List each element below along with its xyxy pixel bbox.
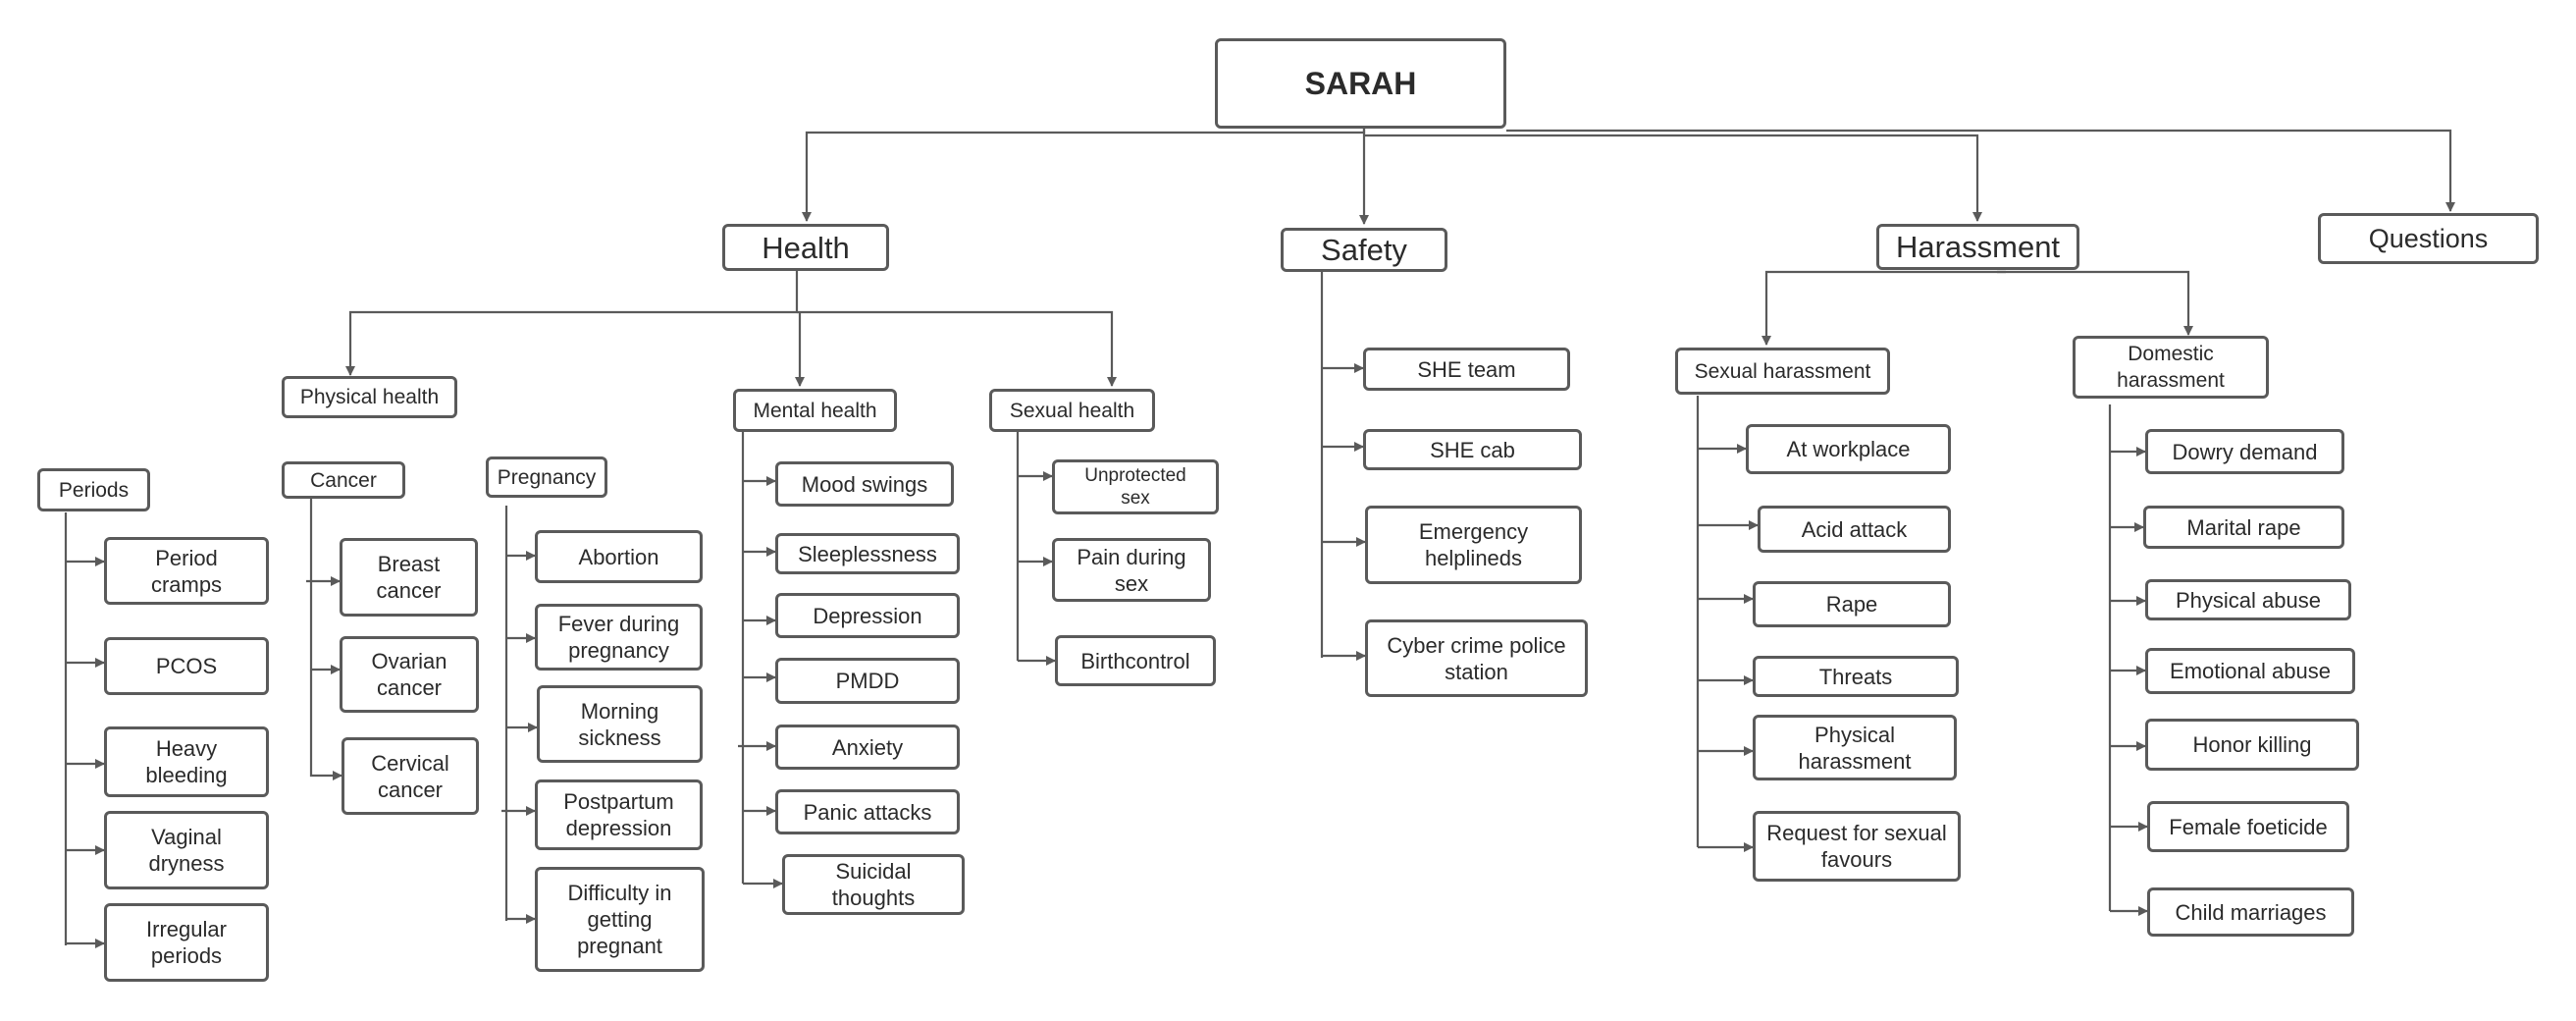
node-physical-health: Physical health: [282, 376, 457, 418]
leaf-acid-attack: Acid attack: [1758, 506, 1951, 553]
leaf-difficulty-getting-pregnant: Difficulty in getting pregnant: [535, 867, 705, 972]
node-root-sarah: SARAH: [1215, 38, 1506, 129]
leaf-marital-rape: Marital rape: [2143, 506, 2344, 549]
leaf-panic-attacks: Panic attacks: [775, 789, 960, 834]
leaf-irregular-periods: Irregular periods: [104, 903, 269, 982]
leaf-pmdd: PMDD: [775, 658, 960, 704]
node-cancer: Cancer: [282, 461, 405, 499]
leaf-abortion: Abortion: [535, 530, 703, 583]
node-health: Health: [722, 224, 889, 271]
leaf-cervical-cancer: Cervical cancer: [342, 737, 479, 815]
leaf-anxiety: Anxiety: [775, 725, 960, 770]
leaf-suicidal-thoughts: Suicidal thoughts: [782, 854, 965, 915]
leaf-sleeplessness: Sleeplessness: [775, 533, 960, 574]
leaf-emotional-abuse: Emotional abuse: [2145, 648, 2355, 694]
leaf-birthcontrol: Birthcontrol: [1055, 635, 1216, 686]
leaf-fever-during-pregnancy: Fever during pregnancy: [535, 604, 703, 671]
node-harassment: Harassment: [1876, 224, 2079, 270]
leaf-mood-swings: Mood swings: [775, 461, 954, 507]
leaf-pain-during-sex: Pain during sex: [1052, 538, 1211, 602]
node-sexual-harassment: Sexual harassment: [1675, 348, 1890, 395]
leaf-cyber-crime-police-station: Cyber crime police station: [1365, 619, 1588, 697]
leaf-depression: Depression: [775, 593, 960, 638]
leaf-she-team: SHE team: [1363, 348, 1570, 391]
leaf-morning-sickness: Morning sickness: [537, 685, 703, 763]
node-safety: Safety: [1281, 228, 1447, 272]
leaf-rape: Rape: [1753, 581, 1951, 627]
leaf-ovarian-cancer: Ovarian cancer: [340, 636, 479, 713]
leaf-female-foeticide: Female foeticide: [2147, 801, 2349, 852]
leaf-she-cab: SHE cab: [1363, 429, 1582, 470]
node-periods: Periods: [37, 468, 150, 511]
node-domestic-harassment: Domestic harassment: [2073, 336, 2269, 399]
leaf-honor-killing: Honor killing: [2145, 719, 2359, 771]
leaf-at-workplace: At workplace: [1746, 424, 1951, 474]
leaf-threats: Threats: [1753, 656, 1959, 697]
leaf-emergency-helplineds: Emergency helplineds: [1365, 506, 1582, 584]
leaf-heavy-bleeding: Heavy bleeding: [104, 726, 269, 797]
node-questions: Questions: [2318, 213, 2539, 264]
leaf-unprotected-sex: Unprotected sex: [1052, 459, 1219, 514]
leaf-breast-cancer: Breast cancer: [340, 538, 478, 617]
leaf-postpartum-depression: Postpartum depression: [535, 779, 703, 850]
leaf-vaginal-dryness: Vaginal dryness: [104, 811, 269, 889]
leaf-pcos: PCOS: [104, 637, 269, 695]
leaf-period-cramps: Period cramps: [104, 537, 269, 605]
node-sexual-health: Sexual health: [989, 389, 1155, 432]
node-mental-health: Mental health: [733, 389, 897, 432]
leaf-physical-harassment: Physical harassment: [1753, 715, 1957, 780]
node-pregnancy: Pregnancy: [486, 457, 607, 498]
leaf-dowry-demand: Dowry demand: [2145, 429, 2344, 474]
leaf-child-marriages: Child marriages: [2147, 887, 2354, 937]
leaf-physical-abuse: Physical abuse: [2145, 579, 2351, 620]
leaf-request-for-sexual-favours: Request for sexual favours: [1753, 811, 1961, 882]
